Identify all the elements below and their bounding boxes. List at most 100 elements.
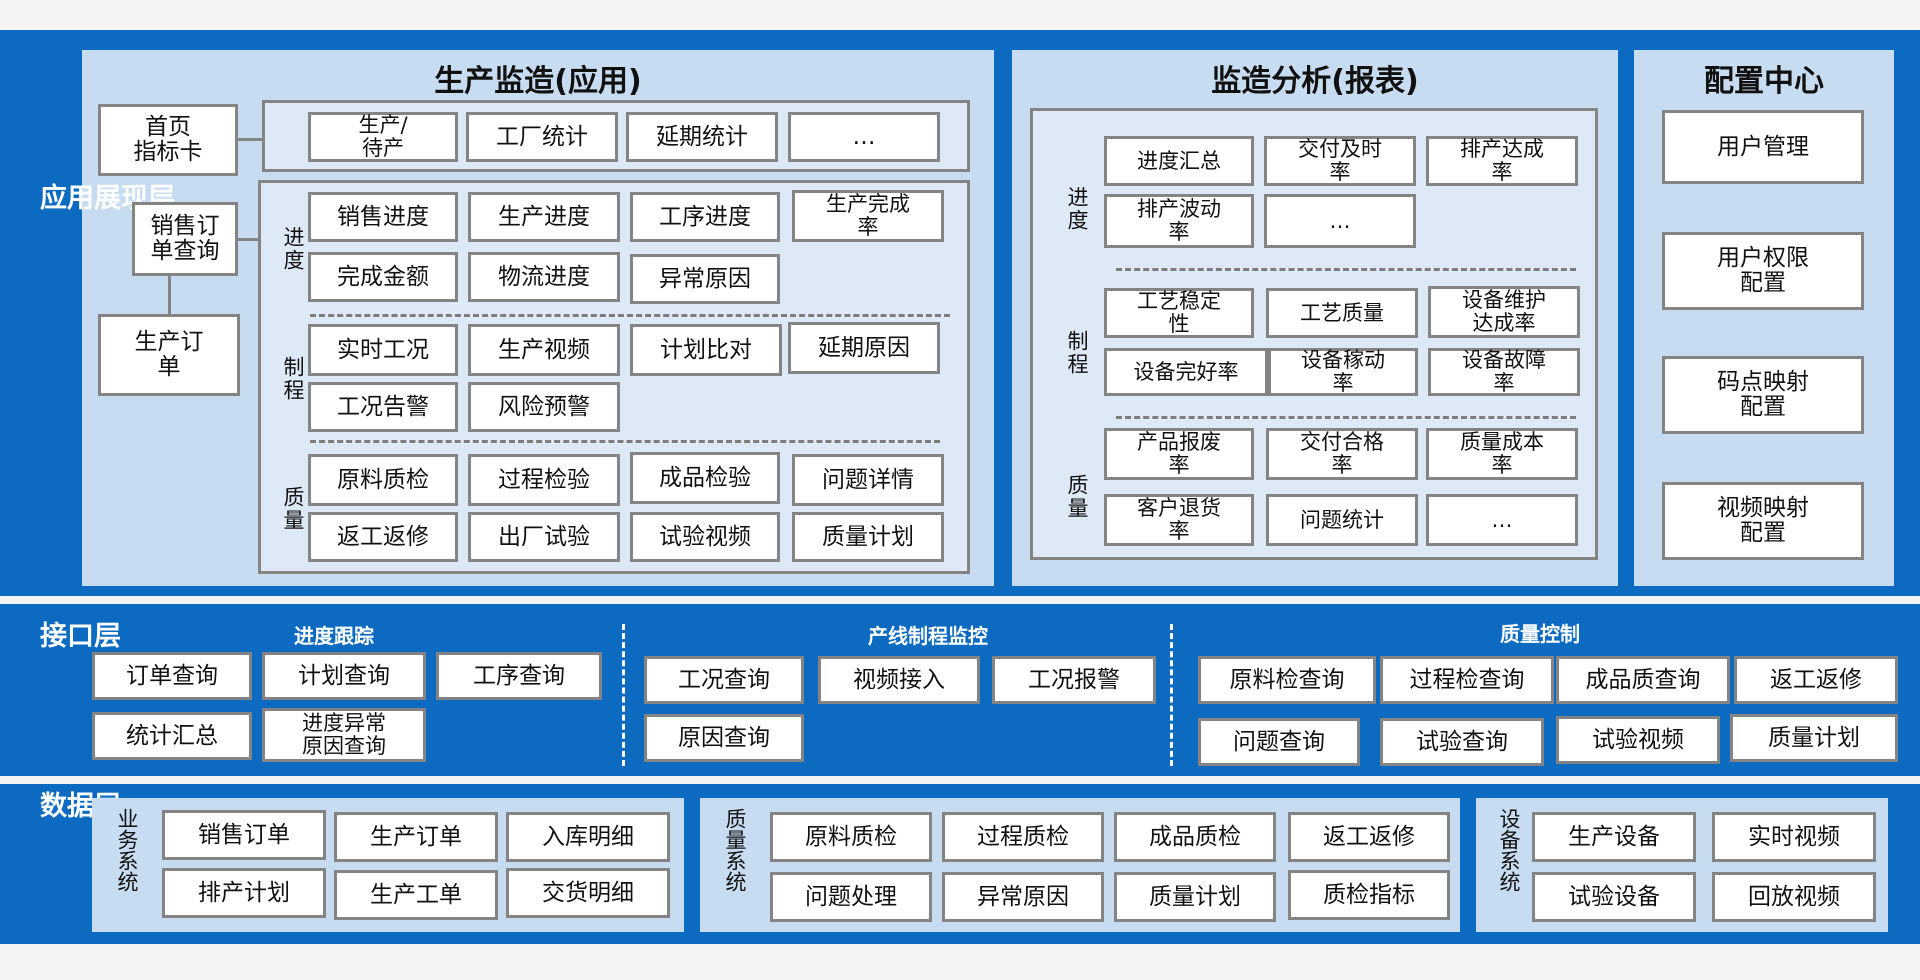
process-item[interactable]: 风险预警 [468,382,620,432]
progress-item[interactable]: 工序进度 [630,192,780,242]
progress-item[interactable]: 销售进度 [308,192,458,242]
interface-group-quality: 质量控制 [1500,622,1580,646]
data-business-item[interactable]: 生产订单 [334,812,498,862]
data-quality-item[interactable]: 原料质检 [770,812,932,862]
analysis-process-item[interactable]: 设备维护 达成率 [1428,286,1580,338]
iface-quality-item[interactable]: 成品质查询 [1556,656,1730,704]
progress-item[interactable]: 异常原因 [630,254,780,304]
data-business-item[interactable]: 交货明细 [506,868,670,918]
data-quality-item[interactable]: 问题处理 [770,872,932,922]
analysis-quality-item[interactable]: … [1426,494,1578,546]
connector-line [238,238,262,241]
iface-quality-item[interactable]: 试验视频 [1556,716,1720,764]
progress-item[interactable]: 生产完成 率 [792,190,944,242]
analysis-progress-item[interactable]: 排产达成 率 [1426,136,1578,186]
analysis-quality-item[interactable]: 交付合格 率 [1266,428,1418,480]
left-card-homepage[interactable]: 首页 指标卡 [98,104,238,176]
iface-quality-item[interactable]: 返工返修 [1734,656,1898,704]
analysis-quality-item[interactable]: 客户退货 率 [1104,494,1254,546]
analysis-quality-item[interactable]: 产品报废 率 [1104,428,1254,480]
analysis-progress-item[interactable]: 交付及时 率 [1264,136,1416,186]
progress-item[interactable]: 生产进度 [468,192,620,242]
analysis-progress-item[interactable]: … [1264,194,1416,248]
iface-line-item[interactable]: 原因查询 [644,714,804,762]
iface-line-item[interactable]: 工况查询 [644,656,804,704]
config-item-user-management[interactable]: 用户管理 [1662,110,1864,184]
iface-progress-item[interactable]: 统计汇总 [92,712,252,760]
left-card-sales-order[interactable]: 销售订 单查询 [132,202,238,276]
section-label-process: 制程 [281,356,305,402]
quality-item[interactable]: 质量计划 [792,512,944,562]
interface-group-progress: 进度跟踪 [294,624,374,648]
connector-line [238,138,262,141]
config-item-video-mapping[interactable]: 视频映射 配置 [1662,482,1864,560]
top-row-item[interactable]: 工厂统计 [466,112,618,162]
quality-item[interactable]: 过程检验 [468,454,620,506]
iface-quality-item[interactable]: 问题查询 [1198,718,1360,766]
production-main-frame [258,180,970,574]
top-row-item[interactable]: 生产/ 待产 [308,112,458,162]
section-label-quality: 质量 [1065,474,1089,520]
analysis-progress-item[interactable]: 进度汇总 [1104,136,1254,186]
data-business-item[interactable]: 入库明细 [506,812,670,862]
interface-layer-label: 接口层 [40,621,121,652]
data-equipment-item[interactable]: 实时视频 [1712,812,1876,862]
process-item[interactable]: 延期原因 [788,322,940,374]
iface-progress-item[interactable]: 订单查询 [92,652,252,700]
quality-item[interactable]: 成品检验 [630,452,780,504]
data-equipment-item[interactable]: 生产设备 [1532,812,1696,862]
iface-quality-item[interactable]: 质量计划 [1730,714,1898,762]
iface-line-item[interactable]: 视频接入 [818,656,980,704]
iface-quality-item[interactable]: 原料检查询 [1198,656,1376,704]
analysis-process-item[interactable]: 工艺稳定 性 [1104,288,1254,338]
data-group-quality: 质量系统 [723,808,747,892]
data-quality-item[interactable]: 成品质检 [1114,812,1276,862]
data-quality-item[interactable]: 异常原因 [942,872,1104,922]
data-business-item[interactable]: 生产工单 [334,870,498,920]
data-quality-item[interactable]: 质量计划 [1114,872,1276,922]
analysis-quality-item[interactable]: 质量成本 率 [1426,428,1578,480]
data-quality-item[interactable]: 返工返修 [1288,812,1450,862]
quality-item[interactable]: 出厂试验 [468,512,620,562]
quality-item[interactable]: 返工返修 [308,512,458,562]
data-quality-item[interactable]: 质检指标 [1288,870,1450,920]
analysis-process-item[interactable]: 设备稼动 率 [1268,348,1418,396]
progress-item[interactable]: 完成金额 [308,252,458,302]
data-equipment-item[interactable]: 回放视频 [1712,872,1876,922]
left-card-production-order[interactable]: 生产订 单 [98,314,240,396]
analysis-quality-item[interactable]: 问题统计 [1266,494,1418,546]
process-item[interactable]: 实时工况 [308,324,458,376]
process-item[interactable]: 生产视频 [468,324,620,376]
data-group-business: 业务系统 [115,808,139,892]
iface-quality-item[interactable]: 过程检查询 [1380,656,1554,704]
section-label-quality: 质量 [281,486,305,532]
analysis-progress-item[interactable]: 排产波动 率 [1104,194,1254,248]
section-divider [1116,416,1576,419]
iface-quality-item[interactable]: 试验查询 [1380,718,1544,766]
quality-item[interactable]: 原料质检 [308,454,458,506]
iface-line-item[interactable]: 工况报警 [992,656,1156,704]
iface-progress-item[interactable]: 进度异常 原因查询 [262,708,426,762]
data-quality-item[interactable]: 过程质检 [942,812,1104,862]
iface-progress-item[interactable]: 计划查询 [262,652,426,700]
data-business-item[interactable]: 销售订单 [162,810,326,860]
top-row-item[interactable]: 延期统计 [626,112,778,162]
data-business-item[interactable]: 排产计划 [162,868,326,918]
production-monitoring-title: 生产监造(应用) [434,64,642,99]
data-equipment-item[interactable]: 试验设备 [1532,872,1696,922]
process-item[interactable]: 工况告警 [308,382,458,432]
section-label-progress: 进度 [1065,186,1089,232]
process-item[interactable]: 计划比对 [630,324,782,376]
data-group-equipment: 设备系统 [1497,808,1521,892]
analysis-process-item[interactable]: 设备完好率 [1104,348,1268,396]
config-item-user-permissions[interactable]: 用户权限 配置 [1662,232,1864,310]
top-row-item[interactable]: … [788,112,940,162]
analysis-process-item[interactable]: 设备故障 率 [1428,348,1580,396]
analysis-process-item[interactable]: 工艺质量 [1266,288,1418,338]
quality-item[interactable]: 试验视频 [630,512,780,562]
quality-item[interactable]: 问题详情 [792,454,944,506]
section-divider [1116,268,1576,271]
iface-progress-item[interactable]: 工序查询 [436,652,602,700]
config-item-point-mapping[interactable]: 码点映射 配置 [1662,356,1864,434]
progress-item[interactable]: 物流进度 [468,252,620,302]
